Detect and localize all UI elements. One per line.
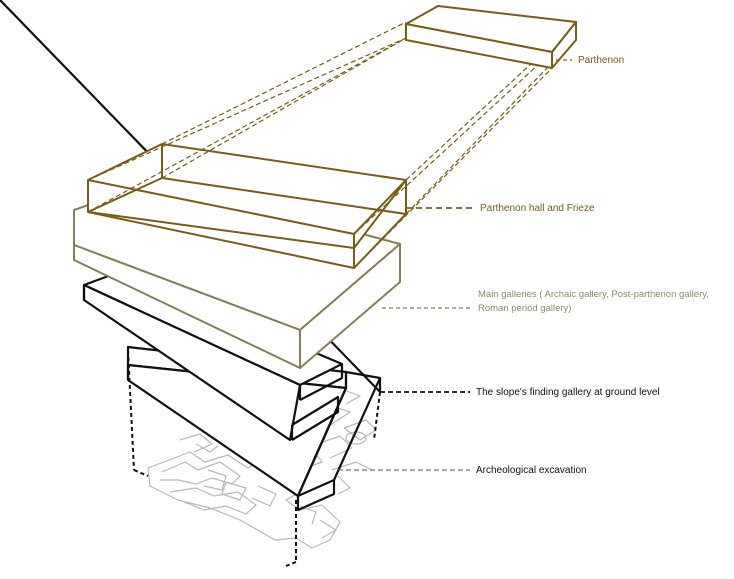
label-archeological-excavation: Archeological excavation xyxy=(476,465,587,476)
excavation-dashed-verticals xyxy=(127,349,381,567)
label-main-galleries-line1: Main galleries ( Archaic gallery, Post-p… xyxy=(478,289,709,300)
parthenon-box xyxy=(405,5,577,69)
leader-lines xyxy=(338,59,572,471)
projection-lines xyxy=(87,21,577,269)
label-parthenon: Parthenon xyxy=(578,55,624,66)
label-main-galleries-line2: Roman period gallery) xyxy=(478,303,571,314)
label-parthenon-hall: Parthenon hall and Frieze xyxy=(480,203,595,214)
label-slope-gallery: The slope's finding gallery at ground le… xyxy=(476,387,660,398)
